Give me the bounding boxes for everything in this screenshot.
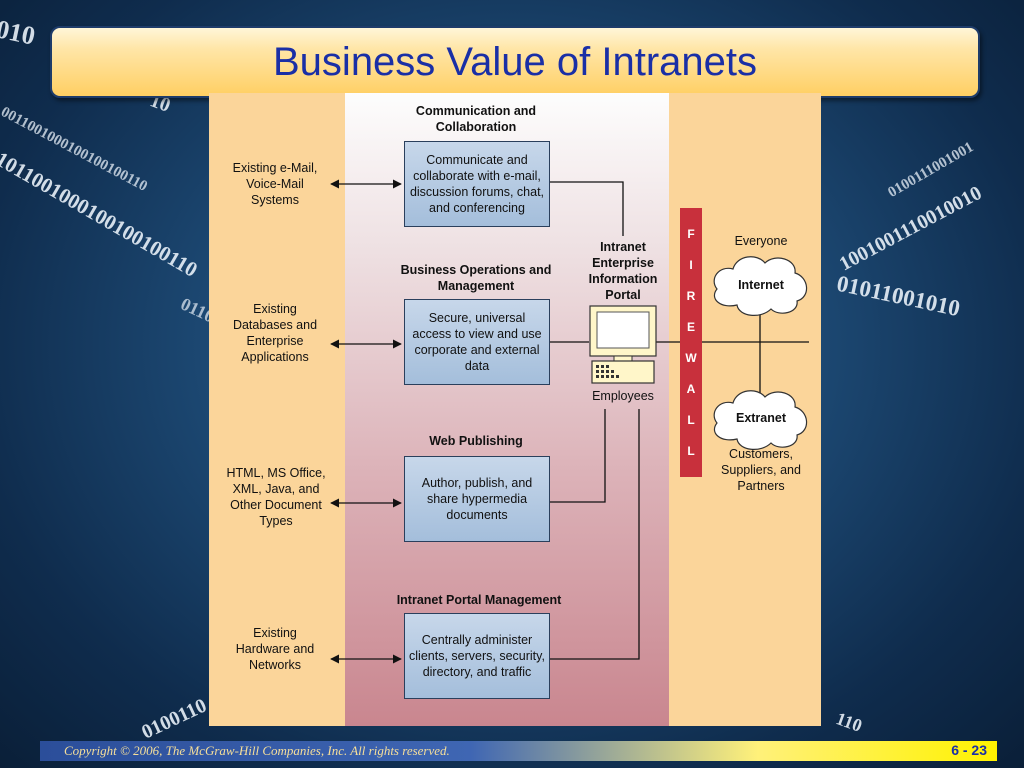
footer-bar: Copyright © 2006, The McGraw-Hill Compan… (40, 741, 997, 761)
firewall-letter: W (685, 351, 697, 366)
binary-decoration: 110 (833, 708, 865, 736)
copyright-text: Copyright © 2006, The McGraw-Hill Compan… (64, 743, 450, 758)
box-centrally-administer: Centrally administer clients, servers, s… (404, 613, 550, 699)
portal-label: Intranet Enterprise Information Portal (588, 240, 658, 302)
firewall-letter: L (687, 413, 695, 428)
binary-decoration: 0100110 (138, 694, 211, 744)
firewall-letter: R (686, 288, 696, 303)
firewall-letter: F (687, 226, 695, 241)
firewall-letter: L (687, 444, 695, 459)
line-admin-portal (550, 409, 640, 660)
heading-portal-management: Intranet Portal Management (396, 593, 562, 607)
binary-decoration: 01011001010 (834, 270, 963, 322)
internet-label: Internet (738, 278, 784, 292)
line-communicate-portal (550, 181, 624, 236)
label-document-types: HTML, MS Office, XML, Java, and Other Do… (226, 466, 326, 528)
firewall: F I R E W A L L (680, 208, 702, 477)
firewall-letter: I (689, 257, 693, 272)
heading-communication: Communication and Collaboration (415, 104, 537, 134)
box-communicate: Communicate and collaborate with e-mail,… (404, 141, 550, 227)
partners-label: Customers, Suppliers, and Partners (721, 447, 801, 493)
computer-icon (589, 305, 657, 384)
employees-label: Employees (592, 389, 654, 403)
connector-lines (330, 179, 809, 664)
extranet-label: Extranet (735, 411, 787, 425)
label-existing-email: Existing e-Mail, Voice-Mail Systems (232, 161, 318, 207)
box-secure-access: Secure, universal access to view and use… (404, 299, 550, 385)
label-existing-hardware: Existing Hardware and Networks (235, 626, 315, 672)
title-bar: Business Value of Intranets (50, 26, 980, 98)
line-publish-portal (550, 409, 606, 503)
box-author-publish: Author, publish, and share hypermedia do… (404, 456, 550, 542)
extranet-cloud (713, 390, 808, 450)
page-number: 6 - 23 (951, 742, 987, 758)
heading-web-publishing: Web Publishing (429, 434, 523, 448)
label-existing-databases: Existing Databases and Enterprise Applic… (232, 302, 318, 364)
heading-business-operations: Business Operations and Management (400, 263, 552, 293)
slide-title: Business Value of Intranets (273, 39, 757, 84)
binary-decoration: 010 (0, 14, 38, 51)
internet-cloud (713, 256, 808, 316)
firewall-letter: A (686, 382, 696, 397)
intranet-diagram: Communication and Collaboration Business… (209, 93, 821, 726)
everyone-label: Everyone (734, 234, 788, 248)
firewall-letter: E (686, 319, 695, 334)
